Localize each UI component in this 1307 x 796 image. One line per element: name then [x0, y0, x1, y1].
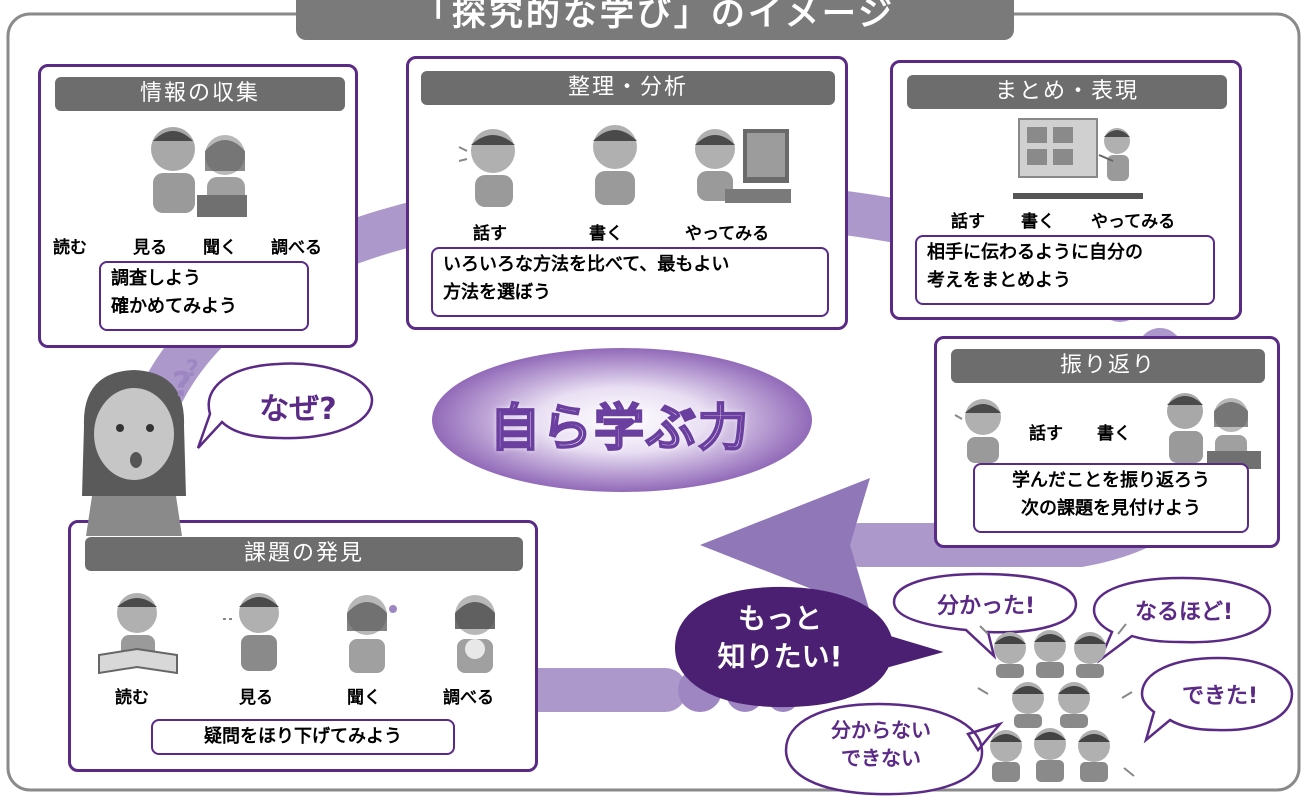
message-line: 確かめてみよう — [111, 296, 237, 317]
presentation-board-icon — [1013, 118, 1143, 199]
bubble-why-shape — [196, 362, 374, 449]
cycle-arrowhead — [700, 478, 870, 612]
cheering-group-icon — [977, 623, 1135, 782]
verb-talk: 話す — [951, 212, 985, 232]
message-line: いろいろな方法を比べて、最もよい — [443, 254, 730, 275]
bubble-want-more-shape — [674, 586, 944, 708]
message-line: 相手に伝わるように自分の — [927, 242, 1143, 263]
person-investigating-icon — [455, 595, 495, 673]
panel-collect: 情報の収集 読む 見る 聞く 調べる 調査しよう 確かめてみよう — [38, 64, 358, 348]
question-mark-icon: ? — [172, 365, 192, 405]
bubble-want-more-text: もっと 知りたい! — [690, 600, 870, 676]
message-line: 調査しよう — [111, 268, 201, 289]
verb-try: やってみる — [685, 224, 770, 244]
panel-organize-header: 整理・分析 — [421, 71, 835, 105]
thinking-student-icon: ? ? — [82, 357, 199, 536]
bubble-understood-shape — [892, 572, 1078, 660]
message-line: 次の課題を見付けよう — [1021, 498, 1201, 519]
panel-discover-message: 疑問をほり下げてみよう — [151, 719, 455, 755]
verb-write: 書く — [1021, 212, 1055, 232]
message-line: 方法を選ぼう — [443, 282, 551, 303]
verb-talk: 話す — [1029, 424, 1063, 444]
verb-try: やってみる — [1091, 212, 1176, 232]
verb-investigate: 調べる — [271, 238, 322, 258]
question-mark-icon: ? — [186, 357, 199, 382]
bubble-did-it-text: できた! — [1181, 684, 1259, 709]
person-writing-icon — [593, 125, 637, 205]
message-line: 学んだことを振り返ろう — [1012, 470, 1210, 491]
panel-collect-header: 情報の収集 — [55, 77, 345, 111]
panel-reflect-header: 振り返り — [951, 349, 1265, 383]
message-line: 考えをまとめよう — [927, 270, 1071, 291]
verb-read: 読む — [115, 688, 149, 708]
verb-look: 見る — [239, 688, 273, 708]
person-computer-icon — [695, 129, 791, 203]
title-tab: 「探究的な学び」のイメージ — [296, 0, 1014, 40]
person-listening-icon — [347, 595, 397, 673]
bubble-why-text: なぜ? — [259, 392, 337, 427]
panel-reflect-message: 学んだことを振り返ろう 次の課題を見付けよう — [973, 463, 1249, 533]
bubble-did-it-shape — [1140, 656, 1294, 744]
panel-organize-message: いろいろな方法を比べて、最もよい 方法を選ぼう — [431, 247, 829, 317]
panel-discover: 課題の発見 読む 見る 聞く 調べる 疑問をほり下げてみよう — [68, 520, 538, 772]
bubble-dont-know-text: 分からない できない — [796, 716, 966, 772]
verb-talk: 話す — [473, 224, 507, 244]
verb-listen: 聞く — [203, 238, 237, 258]
person-looking-icon — [223, 593, 279, 671]
two-people-laptop-icon — [151, 127, 247, 217]
bubble-i-see-text: なるほど! — [1134, 600, 1234, 625]
two-people-laptop-icon — [1167, 393, 1261, 469]
bubble-i-see-shape — [1092, 576, 1272, 664]
bubble-understood-text: 分かった! — [936, 594, 1036, 619]
panel-reflect: 振り返り 話す 書く 学んだことを振り返ろう 次の課題を見付けよう — [934, 336, 1280, 548]
verb-write: 書く — [589, 224, 623, 244]
center-glow — [432, 348, 812, 492]
bubble-line: 分からない — [831, 718, 931, 742]
panel-discover-header: 課題の発見 — [85, 537, 523, 571]
bubble-line: できない — [841, 746, 921, 770]
person-reading-icon — [98, 593, 178, 675]
verb-look: 見る — [133, 238, 167, 258]
bubble-line: 知りたい! — [717, 640, 843, 673]
panel-organize: 整理・分析 話す 書く やってみる いろいろな方法を比べて、最もよい 方法を選ぼ… — [406, 56, 848, 330]
verb-investigate: 調べる — [443, 688, 494, 708]
page-title: 「探究的な学び」のイメージ — [414, 0, 896, 34]
center-label: 自ら学ぶ力 — [489, 398, 750, 458]
verb-listen: 聞く — [347, 688, 381, 708]
person-talking-icon — [954, 399, 1001, 463]
bubble-dont-know-shape — [784, 702, 1004, 796]
verb-read: 読む — [53, 238, 87, 258]
panel-summary-message: 相手に伝わるように自分の 考えをまとめよう — [915, 235, 1215, 305]
bubble-line: もっと — [737, 602, 822, 635]
panel-collect-message: 調査しよう 確かめてみよう — [99, 261, 309, 331]
person-talking-icon — [458, 129, 515, 207]
panel-summary: まとめ・表現 話す 書く やってみる 相手に伝わるように自分の 考えをまとめよう — [890, 60, 1242, 320]
panel-summary-header: まとめ・表現 — [907, 75, 1227, 109]
verb-write: 書く — [1097, 424, 1131, 444]
